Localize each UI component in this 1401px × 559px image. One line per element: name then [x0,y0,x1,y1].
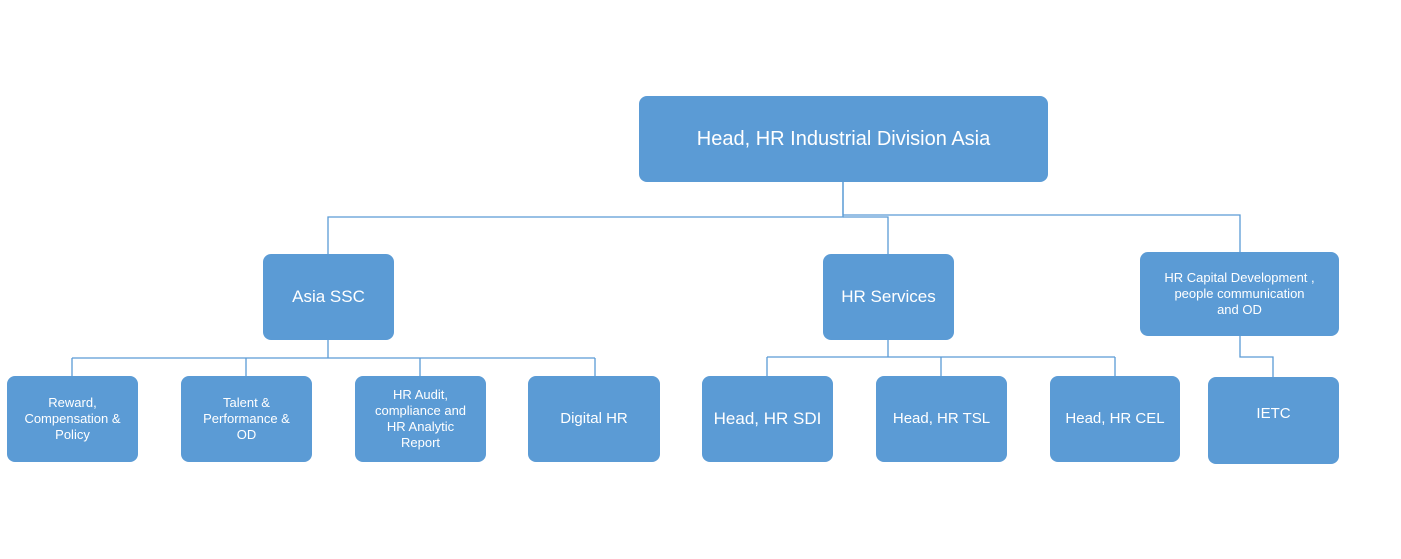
connector-head-to-asia-ssc [327,182,844,254]
node-talent-performance-od: Talent & Performance & OD [181,376,312,462]
node-digital-hr: Digital HR [528,376,660,462]
node-hr-audit-compliance: HR Audit, compliance and HR Analytic Rep… [355,376,486,462]
node-ietc: IETC [1208,377,1339,464]
connector-head-to-hr-capital [842,182,1241,252]
connector-to-ietc [1239,336,1274,377]
node-head-hr-industrial-division-asia: Head, HR Industrial Division Asia [639,96,1048,182]
node-head-hr-cel: Head, HR CEL [1050,376,1180,462]
node-hr-capital-development: HR Capital Development , people communic… [1140,252,1339,336]
connector-head-to-hr-services [843,216,889,254]
node-head-hr-tsl: Head, HR TSL [876,376,1007,462]
node-asia-ssc: Asia SSC [263,254,394,340]
node-head-hr-sdi: Head, HR SDI [702,376,833,462]
node-reward-compensation-policy: Reward, Compensation & Policy [7,376,138,462]
node-hr-services: HR Services [823,254,954,340]
